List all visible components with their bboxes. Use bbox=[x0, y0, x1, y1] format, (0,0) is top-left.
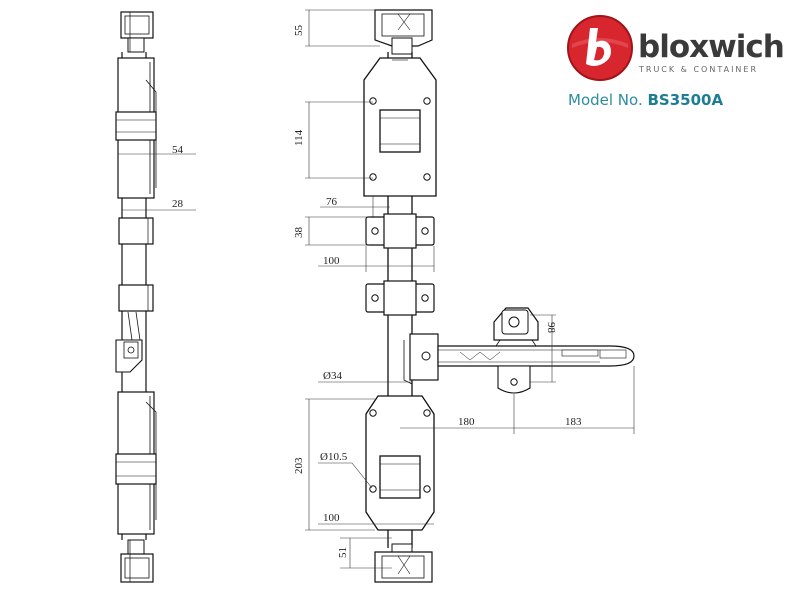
dim-top-55: 55 bbox=[293, 25, 305, 37]
dim-side-54: 54 bbox=[172, 144, 184, 156]
front-lower-plate bbox=[365, 395, 435, 531]
brand-block: bloxwich TRUCK & CONTAINER Model No. BS3… bbox=[566, 14, 786, 124]
side-top-keeper bbox=[120, 11, 154, 53]
front-handle-hub bbox=[403, 333, 439, 385]
dim-handle-180: 180 bbox=[458, 416, 475, 428]
dim-handle-98: 98 bbox=[545, 322, 557, 334]
side-handle-hinge bbox=[115, 311, 143, 373]
model-number-label: Model No. BS3500A bbox=[568, 91, 723, 109]
side-lower-plate bbox=[115, 391, 157, 535]
dim-bracket-100: 100 bbox=[323, 255, 340, 267]
side-view: 54 28 bbox=[115, 11, 196, 583]
dim-rod-diameter: Ø34 bbox=[323, 370, 342, 382]
dim-bottom-100: 100 bbox=[323, 512, 340, 524]
dim-bottom-51: 51 bbox=[337, 547, 349, 558]
front-bottom-keeper bbox=[374, 543, 433, 583]
dim-handle-183: 183 bbox=[565, 416, 582, 428]
front-upper-plate bbox=[363, 57, 437, 197]
brand-tagline: TRUCK & CONTAINER bbox=[639, 65, 759, 74]
dim-plate-203: 203 bbox=[293, 457, 305, 474]
front-upper-bracket bbox=[365, 213, 435, 249]
front-handle-catch bbox=[493, 307, 539, 394]
front-lower-bracket bbox=[365, 280, 435, 316]
front-top-keeper bbox=[374, 9, 433, 55]
dim-bracket-38: 38 bbox=[293, 227, 305, 239]
side-guide-upper bbox=[118, 217, 154, 245]
dim-bracket-76: 76 bbox=[326, 196, 338, 208]
bloxwich-logo-icon bbox=[567, 15, 633, 81]
dim-side-28: 28 bbox=[172, 198, 184, 210]
side-upper-plate bbox=[115, 57, 157, 199]
model-number: BS3500A bbox=[647, 91, 724, 109]
brand-name: bloxwich bbox=[638, 29, 785, 65]
dim-hole-diameter: Ø10.5 bbox=[320, 451, 348, 463]
front-handle-arm bbox=[437, 345, 635, 367]
front-view: 55 114 76 38 100 Ø34 203 Ø10.5 100 bbox=[293, 9, 635, 583]
side-bottom-keeper bbox=[120, 539, 154, 583]
model-prefix: Model No. bbox=[568, 91, 643, 109]
dim-plate-114: 114 bbox=[293, 129, 305, 146]
side-guide-lower bbox=[118, 284, 154, 312]
